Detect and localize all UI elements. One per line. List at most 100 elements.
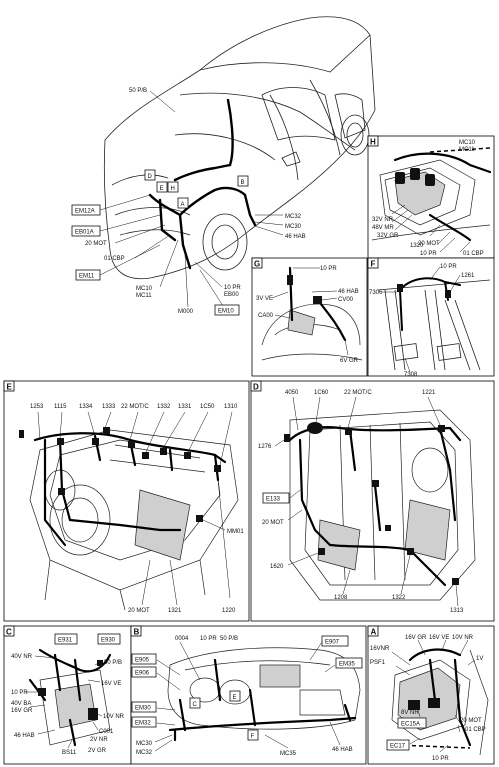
panel-e-label: 1321: [168, 608, 182, 614]
callout-box: [156, 181, 168, 193]
connector-box: [131, 701, 157, 713]
connector-e907: E907: [325, 640, 340, 646]
panel-a-label: 8V NR: [401, 710, 419, 716]
connector-e931: E931: [58, 638, 73, 644]
panel-h-label: 20 MOT: [418, 241, 440, 247]
panel-b-label: 46 HAB: [332, 747, 353, 753]
connector-box: [131, 653, 157, 665]
main-labels: 50 P/B EM12A EB01A 20 MOT 01 CBP EM11 MC…: [71, 88, 306, 316]
connector-box: [262, 492, 290, 504]
panel-c-label: 40V BA: [11, 701, 31, 707]
connector-box: [71, 204, 101, 216]
panel-f-label: 7308: [404, 372, 418, 378]
callout-e: E: [160, 186, 164, 192]
connector-box: [54, 633, 78, 645]
connector-box: [131, 666, 157, 678]
callout-box: [167, 181, 179, 193]
panel-e-top-label: 1253: [30, 404, 44, 410]
panel-d-label: 1322: [392, 595, 406, 601]
panel-d-label: 1208: [334, 595, 348, 601]
panel-e-label: 1220: [222, 608, 236, 614]
panel-e-top-label: 1334: [79, 404, 93, 410]
panel-g-label: CA00: [258, 313, 274, 319]
panel-h-label: 1320: [410, 243, 424, 249]
panel-c-label: 2V NR: [90, 737, 108, 743]
panel-c-label: C001: [99, 729, 114, 735]
panel-g-label: 3V VE: [256, 296, 273, 302]
panel-b-label: 10 PR: [200, 636, 217, 642]
label-20-mot: 20 MOT: [85, 241, 107, 247]
label-mc30: MC30: [285, 224, 302, 230]
panel-c: C E931 E9: [3, 625, 132, 765]
connector-e905: E905: [135, 658, 150, 664]
panel-g: G 10 PR 3V VE 46 HAB CV00 CA00 6V GR: [251, 257, 368, 377]
connector-em35: EM35: [339, 662, 355, 668]
panel-c-label: 46 HAB: [14, 733, 35, 739]
panel-a-label: 16V GR: [405, 635, 427, 641]
panel-h-label: 32V GR: [377, 233, 399, 239]
callout-box: [144, 169, 156, 181]
callout-box: [177, 197, 189, 209]
panel-c-label: 16V VE: [101, 681, 121, 687]
connector-em12a: EM12A: [75, 209, 95, 215]
main-harness: [148, 98, 257, 270]
panel-b: B C E F: [130, 625, 367, 765]
panel-d: D: [250, 380, 495, 622]
callout-b: B: [241, 180, 245, 186]
panel-c-label: 10 PR: [11, 690, 28, 696]
panel-e-top-label: 1310: [224, 404, 238, 410]
callout-box: [189, 697, 201, 709]
connector-box: [335, 657, 363, 669]
panel-f-label: 7306: [369, 290, 383, 296]
callout-box: [237, 175, 249, 187]
panel-e-top-label: 1333: [102, 404, 116, 410]
panel-d-letter: D: [253, 383, 259, 392]
connector-box: [97, 633, 121, 645]
panel-e-top-label: 22 MOT/C: [121, 404, 149, 410]
connector-box: [214, 304, 240, 316]
connector-e906: E906: [135, 671, 150, 677]
label-mc11: MC11: [136, 293, 152, 299]
panel-e-top-label: 1331: [178, 404, 192, 410]
panel-b-letter: B: [134, 628, 140, 637]
callout-a: A: [181, 202, 185, 208]
panel-e-label: 20 MOT: [128, 608, 150, 614]
panel-e-top-label: 1332: [157, 404, 171, 410]
connector-em30: EM30: [135, 706, 151, 712]
panel-d-label: 1313: [450, 608, 464, 614]
label-mc10: MC10: [136, 286, 153, 292]
label-m000: M000: [178, 309, 194, 315]
panel-b-label: MC32: [136, 750, 153, 756]
main-car-view: [103, 16, 376, 280]
panel-a-label: 16VNR: [370, 646, 390, 652]
label-50-pb: 50 P/B: [129, 88, 147, 94]
panel-c-label: 2V GR: [88, 748, 107, 754]
panel-e-top-label: 1C50: [200, 404, 215, 410]
panel-b-label: 50 P/B: [220, 636, 238, 642]
panel-h-label: 32V NR: [372, 217, 394, 223]
panel-h-label: 01 CBP: [463, 251, 484, 257]
connector-box: [321, 635, 349, 647]
panel-b-label: MC35: [280, 751, 297, 757]
panel-f: F 10 PR 1261 7306 7308: [367, 257, 495, 378]
panel-d-label: 22 MOT/C: [344, 390, 372, 396]
label-46-hab: 46 HAB: [285, 234, 306, 240]
label-01-cbp: 01 CBP: [104, 256, 125, 262]
panel-a-label: 20 MOT: [460, 718, 482, 724]
panel-h-label: MC11: [459, 147, 475, 153]
connector-ec15a: EC15A: [401, 722, 420, 728]
panel-g-letter: G: [254, 260, 260, 269]
callout-d: D: [148, 174, 153, 180]
panel-d-label: 4050: [285, 390, 299, 396]
panel-f-letter: F: [371, 260, 376, 269]
panel-g-label: 10 PR: [320, 266, 337, 272]
connector-box: [75, 269, 101, 281]
panel-a-label: 01 CBP: [465, 727, 486, 733]
connector-em11: EM11: [79, 274, 95, 280]
panel-e-top-label: 1115: [54, 404, 67, 410]
panel-c-label: 40V NR: [11, 654, 33, 660]
panel-b-callout: F: [251, 734, 255, 740]
panel-c-label: 50 P/B: [104, 660, 122, 666]
connector-box: [131, 716, 157, 728]
